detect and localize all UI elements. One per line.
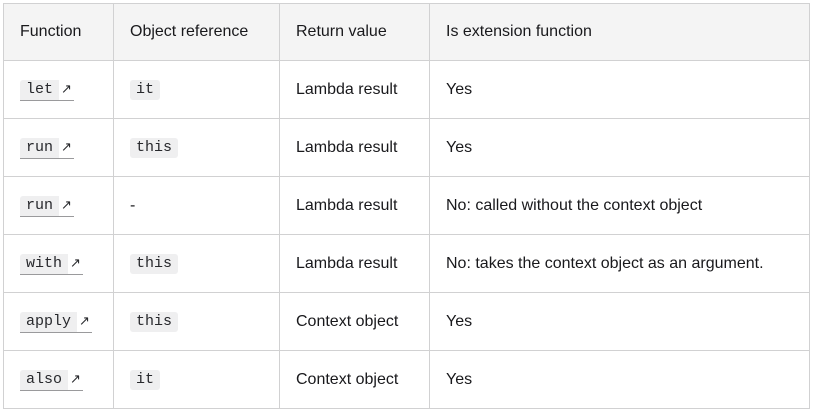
object-reference-value: this [130,138,179,158]
return-value-cell: Context object [279,292,430,351]
function-name: with [20,253,69,274]
function-cell: run↗ [3,118,114,177]
function-link-run-non-extension[interactable]: run↗ [20,195,74,217]
function-cell: apply↗ [3,292,114,351]
external-link-arrow-icon: ↗ [79,313,90,329]
function-link-run[interactable]: run↗ [20,137,74,159]
object-reference-cell: this [113,118,280,177]
object-reference-value: it [130,80,161,100]
external-link-arrow-icon: ↗ [61,81,72,97]
is-extension-cell: Yes [429,350,810,409]
object-reference-value: this [130,312,179,332]
function-link-let[interactable]: let↗ [20,79,74,101]
external-link-arrow-icon: ↗ [70,255,81,271]
scope-functions-table-container: Function Object reference Return value I… [3,3,810,409]
object-reference-cell: - [113,176,280,235]
table-row: run↗ - Lambda result No: called without … [3,176,810,235]
function-name: let [20,79,60,100]
object-reference-cell: it [113,350,280,409]
function-cell: with↗ [3,234,114,293]
object-reference-cell: this [113,292,280,351]
function-link-with[interactable]: with↗ [20,253,83,275]
object-reference-value: this [130,254,179,274]
external-link-arrow-icon: ↗ [61,139,72,155]
is-extension-cell: Yes [429,60,810,119]
object-reference-value: it [130,370,161,390]
function-name: run [20,195,60,216]
function-cell: run↗ [3,176,114,235]
column-header-object-reference: Object reference [113,3,280,61]
external-link-arrow-icon: ↗ [61,197,72,213]
table-body: let↗ it Lambda result Yes run↗ this Lamb… [3,60,810,409]
is-extension-cell: Yes [429,118,810,177]
return-value-cell: Lambda result [279,118,430,177]
is-extension-cell: Yes [429,292,810,351]
column-header-function: Function [3,3,114,61]
function-name: apply [20,311,78,332]
return-value-cell: Lambda result [279,234,430,293]
is-extension-cell: No: takes the context object as an argum… [429,234,810,293]
is-extension-cell: No: called without the context object [429,176,810,235]
scope-functions-table: Function Object reference Return value I… [3,3,810,409]
function-cell: let↗ [3,60,114,119]
table-row: also↗ it Context object Yes [3,350,810,409]
table-row: with↗ this Lambda result No: takes the c… [3,234,810,293]
function-link-apply[interactable]: apply↗ [20,311,92,333]
function-link-also[interactable]: also↗ [20,369,83,391]
table-row: let↗ it Lambda result Yes [3,60,810,119]
table-row: run↗ this Lambda result Yes [3,118,810,177]
function-cell: also↗ [3,350,114,409]
column-header-return-value: Return value [279,3,430,61]
external-link-arrow-icon: ↗ [70,371,81,387]
header-row: Function Object reference Return value I… [3,3,810,61]
object-reference-value: - [130,196,136,214]
table-row: apply↗ this Context object Yes [3,292,810,351]
table-header: Function Object reference Return value I… [3,3,810,61]
object-reference-cell: it [113,60,280,119]
function-name: also [20,369,69,390]
return-value-cell: Context object [279,350,430,409]
return-value-cell: Lambda result [279,60,430,119]
object-reference-cell: this [113,234,280,293]
function-name: run [20,137,60,158]
column-header-is-extension: Is extension function [429,3,810,61]
return-value-cell: Lambda result [279,176,430,235]
